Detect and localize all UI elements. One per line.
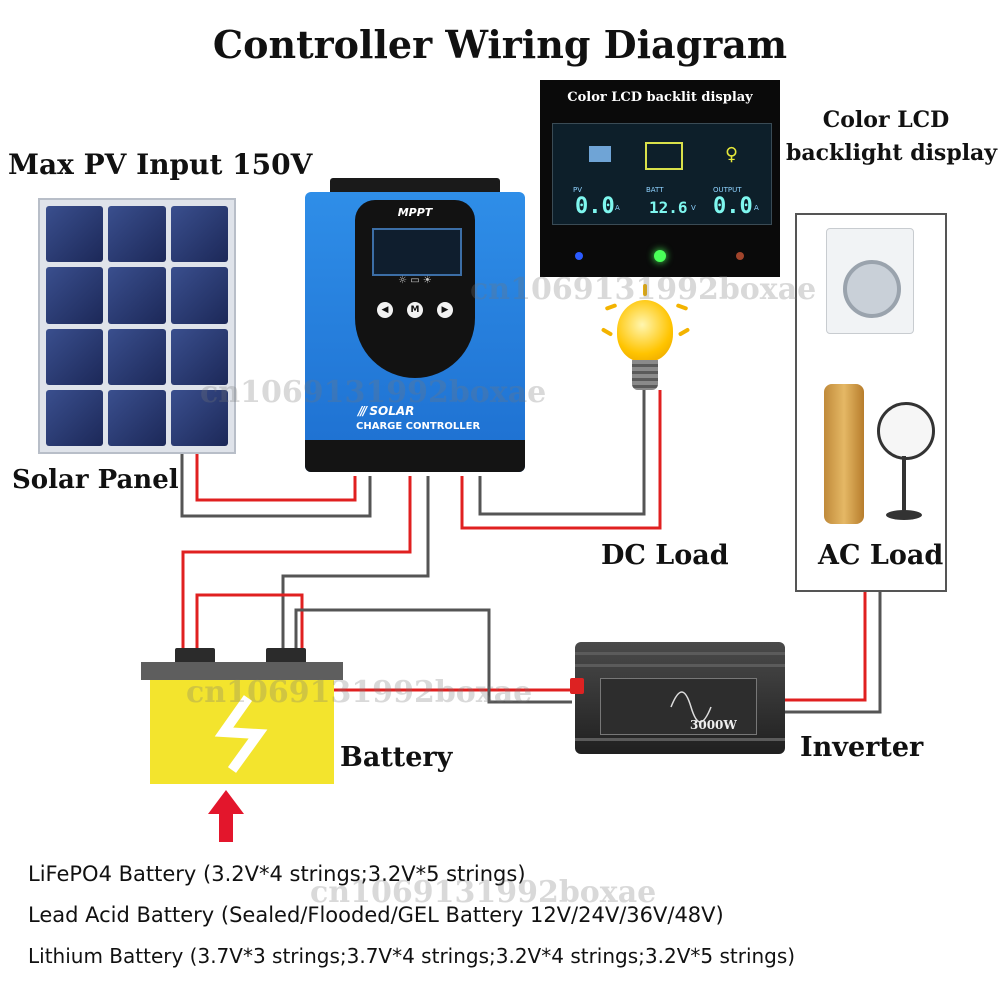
lcd-screen: PV 0.0 A BATT 12.6 V OUTPUT 0.0 A ♀	[552, 123, 772, 225]
controller-mount-bracket	[330, 178, 500, 196]
lcd-led-blue-icon	[575, 252, 583, 260]
lcd-caption-line2: backlight display	[786, 140, 998, 166]
diagram-title: Controller Wiring Diagram	[212, 22, 788, 67]
inverter-negative-wire	[294, 608, 572, 704]
lcd-photo-title: Color LCD backlit display	[567, 90, 753, 105]
lcd-output-unit: A	[754, 204, 759, 212]
inverter-positive-wire	[195, 593, 572, 692]
lcd-batt-unit: V	[691, 204, 696, 212]
light-bulb-icon	[617, 300, 673, 362]
ac-load-label: AC Load	[818, 540, 944, 571]
bulb-ray	[643, 284, 647, 296]
standing-fan-pole	[902, 456, 906, 512]
battery-positive-terminal	[175, 648, 215, 664]
lcd-pv-value: 0.0	[575, 194, 615, 219]
controller-right-button: ▶	[437, 302, 453, 318]
controller-brand-text: /// SOLAR CHARGE CONTROLLER	[330, 404, 510, 434]
lcd-caption-line1: Color LCD	[822, 107, 950, 133]
pv-positive-wire	[195, 452, 357, 502]
lcd-led-red-icon	[736, 252, 744, 260]
standing-fan-base	[886, 510, 922, 520]
lcd-panel-icon	[589, 146, 611, 162]
solar-panel-image	[38, 198, 236, 454]
light-bulb-base	[632, 360, 658, 390]
battery-negative-wire	[281, 476, 430, 650]
watermark: cn1069131992boxae	[310, 875, 657, 910]
battery-negative-terminal	[266, 648, 306, 664]
spec-line-lead-acid: Lead Acid Battery (Sealed/Flooded/GEL Ba…	[28, 903, 724, 927]
inverter-nameplate	[600, 678, 757, 735]
lcd-batt-value: 12.6	[649, 198, 688, 217]
controller-terminal-block	[305, 440, 525, 472]
lcd-output-value: 0.0	[713, 194, 753, 219]
solar-panel-label: Solar Panel	[12, 465, 179, 495]
spec-line-lithium: Lithium Battery (3.7V*3 strings;3.7V*4 s…	[28, 944, 796, 968]
watermark: cn1069131992boxae	[470, 272, 817, 307]
dc-load-negative-wire	[478, 390, 646, 516]
controller-status-icons: ☼ ▭ ☀	[398, 275, 432, 286]
watermark: cn1069131992boxae	[200, 375, 547, 410]
battery-positive-wire	[181, 476, 412, 650]
lcd-pv-label: PV	[573, 186, 583, 194]
ac-load-wire-2	[785, 588, 882, 714]
battery-lid	[141, 662, 343, 680]
battery-label: Battery	[340, 742, 453, 773]
dc-load-label: DC Load	[601, 540, 729, 571]
battery-body	[150, 680, 334, 784]
lcd-led-green-icon	[654, 250, 666, 262]
lcd-batt-label: BATT	[646, 186, 664, 194]
ac-load-wire-1	[785, 588, 867, 702]
pv-negative-wire	[180, 452, 372, 518]
lcd-output-label: OUTPUT	[713, 186, 742, 194]
lcd-caption: Color LCD backlight display	[786, 104, 998, 170]
dc-load-positive-wire	[460, 390, 662, 530]
controller-brand-line2: CHARGE CONTROLLER	[356, 421, 481, 432]
inverter-label: Inverter	[800, 732, 924, 763]
lcd-pv-unit: A	[615, 204, 620, 212]
controller-faceplate	[355, 200, 475, 378]
controller-lcd-screen	[372, 228, 462, 276]
controller-left-button: ◀	[377, 302, 393, 318]
lcd-bulb-icon: ♀	[725, 144, 739, 165]
watermark: cn1069131992boxae	[186, 675, 533, 710]
up-arrow-shaft	[219, 812, 233, 842]
lcd-battery-icon	[645, 142, 683, 170]
max-pv-label: Max PV Input 150V	[8, 148, 313, 181]
inverter-power-rating: 3000W	[690, 718, 737, 732]
sine-wave-icon	[670, 691, 712, 723]
controller-menu-button: M	[407, 302, 423, 318]
washing-machine-drum	[843, 260, 901, 318]
controller-brand-line1: SOLAR	[369, 404, 415, 418]
spec-line-lifepo4: LiFePO4 Battery (3.2V*4 strings;3.2V*5 s…	[28, 862, 526, 886]
controller-mppt-label: MPPT	[397, 206, 433, 219]
up-arrow-icon	[208, 790, 244, 814]
standing-fan-icon	[877, 402, 935, 460]
inverter-red-terminal	[570, 678, 584, 694]
lightning-bolt-icon	[214, 695, 268, 773]
tower-fan-icon	[824, 384, 864, 524]
